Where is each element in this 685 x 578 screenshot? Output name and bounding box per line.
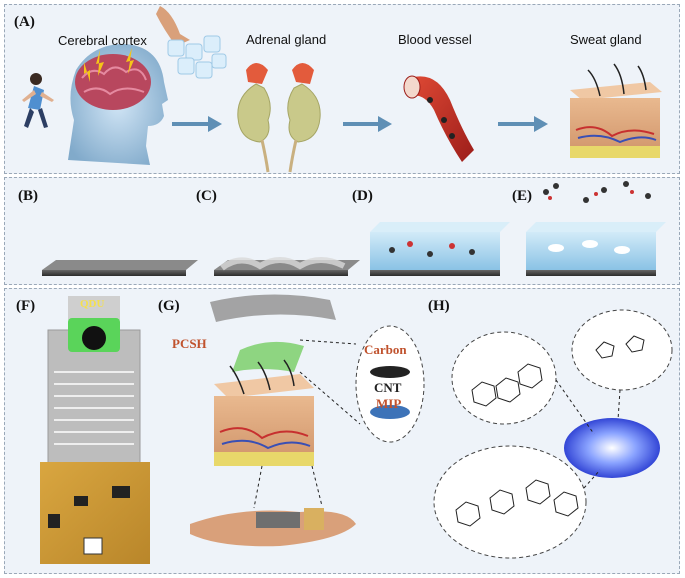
- chip-label: QDU: [80, 298, 105, 310]
- polymer-network-h: [433, 309, 673, 559]
- panel-e-label: (E): [512, 188, 532, 204]
- adrenal-kidney-illustration: [237, 63, 321, 173]
- panel-f-label: (F): [16, 298, 36, 314]
- layer-cnt-label: CNT: [374, 380, 402, 395]
- template-removal-electrode-e: [526, 181, 666, 276]
- panel-g-label: (G): [158, 298, 180, 314]
- panel-a-label: (A): [14, 14, 35, 30]
- sensor-board-f: [40, 296, 150, 564]
- head-brain-illustration: [68, 44, 168, 165]
- layer-mip-label: MIP: [376, 396, 402, 411]
- panel-b-label: (B): [18, 188, 38, 204]
- pcsh-label: PCSH: [172, 336, 207, 351]
- flow-arrows: [172, 116, 548, 132]
- title-cerebral-cortex: Cerebral cortex: [58, 33, 147, 48]
- runner-figure: [22, 73, 54, 128]
- panel-c-label: (C): [196, 188, 217, 204]
- mip-hydrogel-electrode-d: [370, 222, 510, 276]
- bare-electrode-b: [42, 260, 198, 276]
- layer-carbon-label: Carbon: [364, 342, 407, 357]
- title-blood-vessel: Blood vessel: [398, 32, 472, 47]
- title-adrenal-gland: Adrenal gland: [246, 32, 327, 47]
- panel-h-label: (H): [428, 298, 450, 314]
- panel-d-label: (D): [352, 188, 373, 204]
- ice-hand-illustration: [156, 6, 227, 79]
- cnt-electrode-c: [214, 257, 360, 276]
- skin-patch-g: [190, 294, 425, 547]
- blood-vessel-illustration: [403, 75, 474, 162]
- title-sweat-gland: Sweat gland: [570, 32, 642, 47]
- sweat-gland-skin-illustration: [570, 63, 662, 158]
